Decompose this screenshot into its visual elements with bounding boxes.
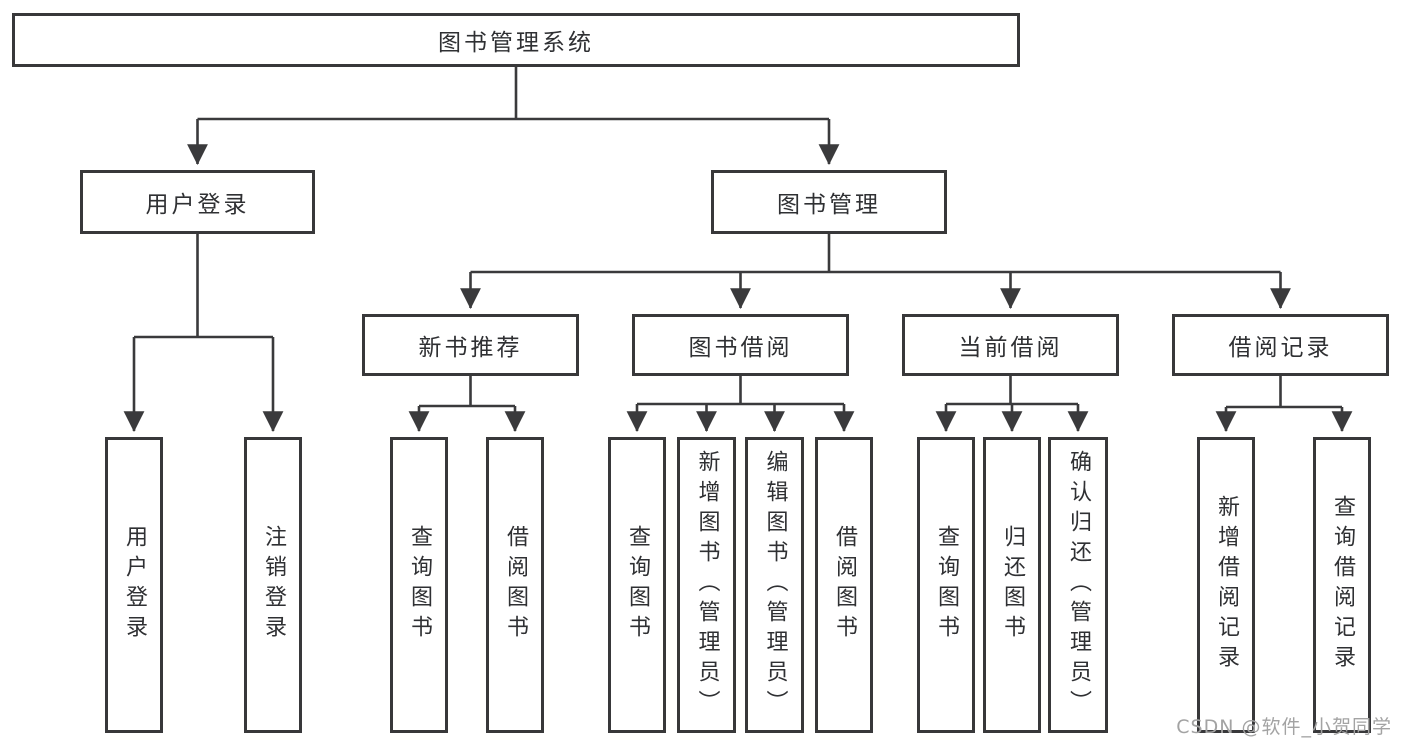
node-label: 图书借阅 (688, 335, 793, 361)
watermark: CSDN @软件_小贺同学 (1176, 716, 1392, 738)
leaf-query-borrow-record: 查询借阅记录 (1313, 437, 1371, 733)
leaf-confirm-return-admin: 确认归还（管理员） (1048, 437, 1108, 733)
leaf-return-books: 归还图书 (983, 437, 1041, 733)
connector-bookmgmt-split (470, 234, 1281, 274)
leaf-add-borrow-record: 新增借阅记录 (1197, 437, 1255, 733)
leaf-query-books-borrow: 查询图书 (608, 437, 666, 733)
node-label: 查询图书 (934, 525, 959, 645)
connector-current-split (946, 376, 1078, 406)
node-label: 借阅图书 (503, 525, 528, 645)
node-label: 编辑图书（管理员） (762, 450, 788, 720)
node-user-login: 用户登录 (80, 170, 315, 234)
node-label: 确认归还（管理员） (1066, 450, 1091, 720)
node-label: 当前借阅 (958, 335, 1063, 361)
node-book-management: 图书管理 (711, 170, 947, 234)
node-label: 借阅图书 (832, 525, 857, 645)
node-label: 注销登录 (261, 525, 286, 645)
node-label: 借阅记录 (1228, 335, 1333, 361)
node-new-book-recommend: 新书推荐 (362, 314, 579, 376)
node-label: 图书管理系统 (438, 30, 594, 56)
node-library-system: 图书管理系统 (12, 13, 1020, 67)
connector-borrowing-split (637, 376, 844, 406)
leaf-edit-book-admin: 编辑图书（管理员） (745, 437, 804, 733)
node-book-borrowing: 图书借阅 (632, 314, 849, 376)
node-label: 查询图书 (407, 525, 432, 645)
leaf-add-book-admin: 新增图书（管理员） (677, 437, 736, 733)
node-label: 用户登录 (145, 192, 250, 218)
leaf-user-login: 用户登录 (105, 437, 163, 733)
node-label: 图书管理 (777, 192, 881, 218)
connector-records-split (1226, 376, 1342, 409)
node-label: 查询图书 (625, 525, 650, 645)
node-label: 归还图书 (1000, 525, 1025, 645)
node-label: 新增借阅记录 (1214, 495, 1239, 675)
leaf-borrow-books-newbook: 借阅图书 (486, 437, 544, 733)
leaf-logout: 注销登录 (244, 437, 302, 733)
leaf-query-books-newbook: 查询图书 (390, 437, 448, 733)
connector-newbook-split (419, 376, 515, 408)
node-label: 查询借阅记录 (1330, 495, 1355, 675)
node-label: 新增图书（管理员） (694, 450, 720, 720)
node-borrowing-records: 借阅记录 (1172, 314, 1389, 376)
leaf-query-books-current: 查询图书 (917, 437, 975, 733)
node-current-borrowing: 当前借阅 (902, 314, 1119, 376)
leaf-borrow-books-borrow: 借阅图书 (815, 437, 873, 733)
connector-userlogin-split (134, 234, 273, 339)
connector-root-split (197, 67, 829, 121)
node-label: 用户登录 (122, 525, 147, 645)
node-label: 新书推荐 (418, 335, 523, 361)
